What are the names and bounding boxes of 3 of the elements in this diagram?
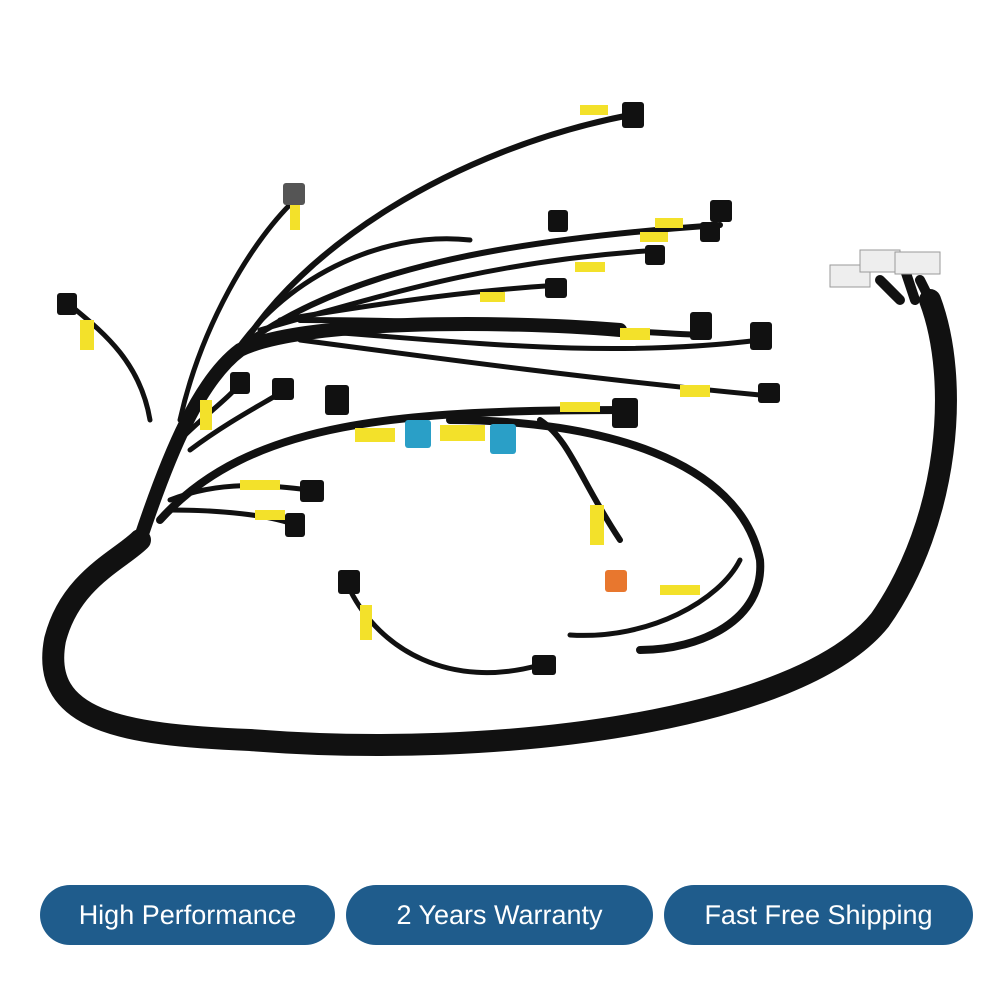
feature-badge: High Performance [40,885,335,945]
feature-badge: Fast Free Shipping [664,885,973,945]
feature-badge: 2 Years Warranty [346,885,653,945]
